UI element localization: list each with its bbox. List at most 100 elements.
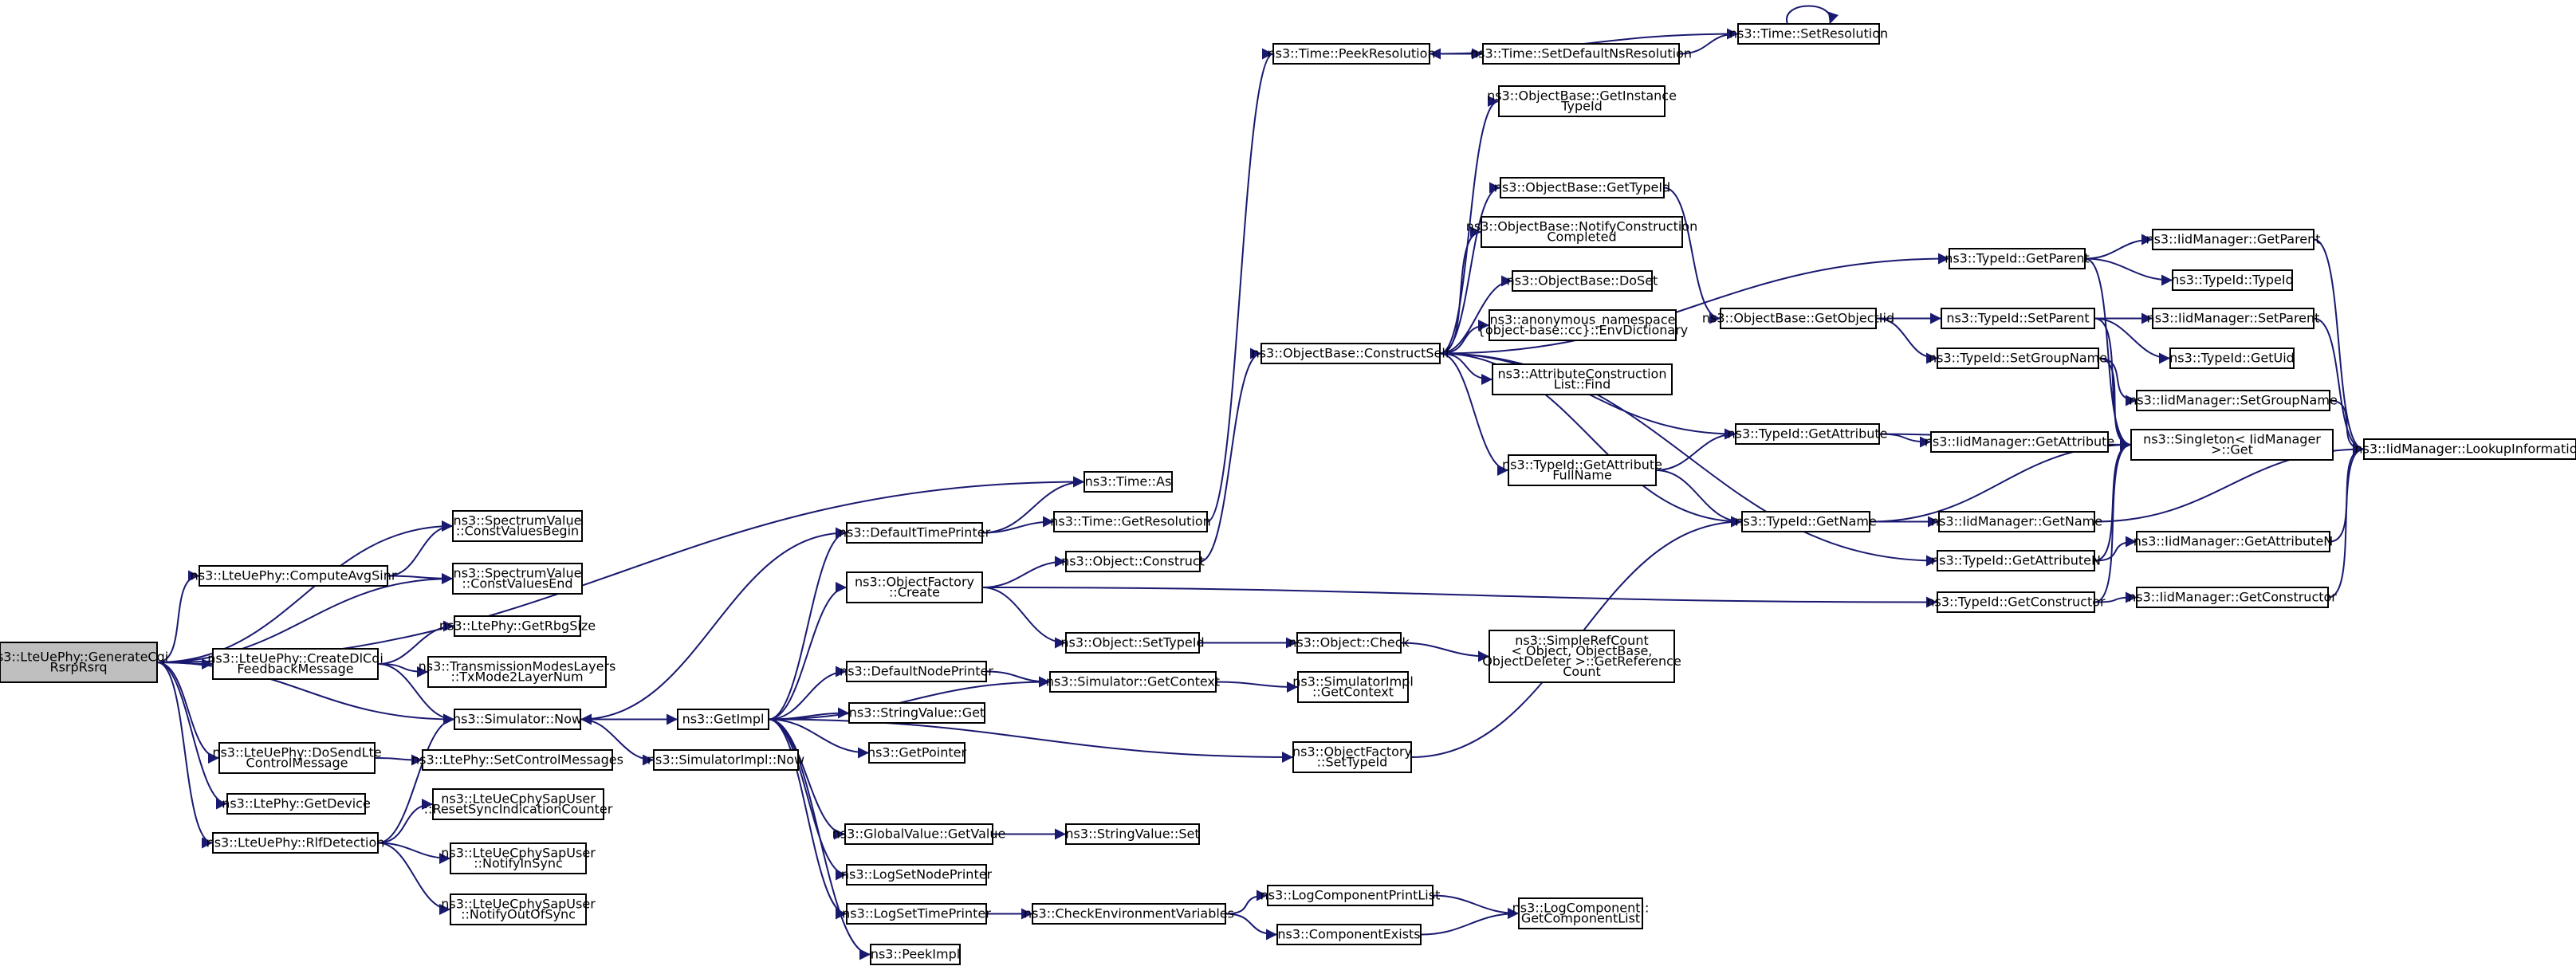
node-get-impl[interactable]: ns3::GetImpl bbox=[677, 709, 769, 730]
node-type-id-type-id[interactable]: ns3::TypeId::TypeId bbox=[2171, 269, 2294, 291]
node-obj-factory-create[interactable]: ns3::ObjectFactory::Create bbox=[846, 571, 983, 603]
node-type-id-get-parent[interactable]: ns3::TypeId::GetParent bbox=[1945, 248, 2090, 269]
node-log-set-node-printer[interactable]: ns3::LogSetNodePrinter bbox=[841, 864, 993, 886]
node-box bbox=[1083, 471, 1173, 493]
node-rlf-detection[interactable]: ns3::LteUePhy::RlfDetection bbox=[206, 832, 385, 854]
node-time-as[interactable]: ns3::Time::As bbox=[1083, 471, 1173, 493]
node-iid-get-parent[interactable]: ns3::IidManager::GetParent bbox=[2145, 229, 2321, 250]
edge-type-id-get-parent-to-type-id-type-id bbox=[2084, 257, 2173, 286]
node-type-id-get-attr[interactable]: ns3::TypeId::GetAttribute bbox=[1727, 423, 1888, 445]
node-peek-impl[interactable]: ns3::PeekImpl bbox=[870, 944, 961, 965]
node-simple-ref-count[interactable]: ns3::SimpleRefCount< Object, ObjectBase,… bbox=[1482, 630, 1681, 683]
node-default-time-printer[interactable]: ns3::DefaultTimePrinter bbox=[839, 522, 991, 544]
node-iid-get-name[interactable]: ns3::IidManager::GetName bbox=[1931, 511, 2102, 532]
node-sim-impl-get-ctx[interactable]: ns3::SimulatorImpl::GetContext bbox=[1292, 671, 1414, 703]
node-label: ns3::ObjectBase::GetTypeId bbox=[1494, 180, 1670, 195]
node-singleton-get[interactable]: ns3::Singleton< IidManager>::Get bbox=[2130, 429, 2334, 461]
node-iid-set-parent[interactable]: ns3::IidManager::SetParent bbox=[2147, 308, 2320, 329]
node-default-node-printer[interactable]: ns3::DefaultNodePrinter bbox=[840, 661, 993, 682]
node-string-value-get[interactable]: ns3::StringValue::Get bbox=[848, 702, 985, 724]
edge-get-impl-to-sim-get-context bbox=[768, 676, 1051, 721]
node-time-peek-res[interactable]: ns3::Time::PeekResolution bbox=[1267, 43, 1436, 65]
node-iid-set-group-name[interactable]: ns3::IidManager::SetGroupName bbox=[2129, 390, 2338, 411]
node-iid-get-attr[interactable]: ns3::IidManager::GetAttribute bbox=[1925, 431, 2115, 453]
node-label: ns3::Time::SetResolution bbox=[1729, 26, 1888, 41]
node-set-default-ns-res[interactable]: ns3::Time::SetDefaultNsResolution bbox=[1470, 43, 1692, 65]
node-label: ns3::DefaultTimePrinter bbox=[839, 525, 991, 540]
node-label: ns3::Time::As bbox=[1085, 474, 1172, 489]
edge-check-env-to-comp-exists bbox=[1225, 913, 1278, 941]
node-construct-self[interactable]: ns3::ObjectBase::ConstructSelf bbox=[1252, 343, 1450, 364]
node-type-id-get-name[interactable]: ns3::TypeId::GetName bbox=[1735, 511, 1877, 532]
node-log-comp-print-list[interactable]: ns3::LogComponentPrintList bbox=[1260, 885, 1441, 906]
node-time-get-res[interactable]: ns3::Time::GetResolution bbox=[1050, 511, 1211, 532]
node-sim-impl-now[interactable]: ns3::SimulatorImpl::Now bbox=[647, 749, 804, 771]
node-log-set-time-printer[interactable]: ns3::LogSetTimePrinter bbox=[842, 903, 991, 925]
node-of-set-type-id[interactable]: ns3::ObjectFactory::SetTypeId bbox=[1292, 741, 1412, 773]
node-box bbox=[226, 793, 366, 815]
node-box bbox=[218, 742, 376, 774]
node-comp-exists[interactable]: ns3::ComponentExists bbox=[1276, 924, 1422, 945]
node-label: GetComponentList bbox=[1521, 911, 1640, 926]
node-obj-set-type-id[interactable]: ns3::Object::SetTypeId bbox=[1060, 632, 1205, 654]
node-box bbox=[1741, 511, 1870, 532]
node-label: ns3::LogSetTimePrinter bbox=[842, 906, 991, 921]
node-type-id-set-parent[interactable]: ns3::TypeId::SetParent bbox=[1941, 308, 2095, 329]
node-notify-construction[interactable]: ns3::ObjectBase::NotifyConstructionCompl… bbox=[1466, 216, 1697, 248]
node-label: ns3::ObjectBase::ConstructSelf bbox=[1252, 346, 1450, 361]
edge-get-impl-to-log-set-node-printer bbox=[768, 718, 848, 881]
node-get-pointer[interactable]: ns3::GetPointer bbox=[867, 742, 967, 764]
node-label: ::NotifyOutOfSync bbox=[461, 907, 576, 922]
node-iid-get-attr-n[interactable]: ns3::IidManager::GetAttributeN bbox=[2134, 531, 2334, 552]
node-box bbox=[1276, 924, 1422, 945]
node-get-rbg-size[interactable]: ns3::LtePhy::GetRbgSize bbox=[439, 615, 596, 637]
node-notify-in-sync[interactable]: ns3::LteUeCphySapUser::NotifyInSync bbox=[441, 842, 596, 874]
node-cv-begin[interactable]: ns3::SpectrumValue::ConstValuesBegin bbox=[452, 510, 583, 542]
node-box bbox=[2136, 390, 2330, 411]
node-cv-end[interactable]: ns3::SpectrumValue::ConstValuesEnd bbox=[452, 563, 583, 595]
node-type-id-set-group-name[interactable]: ns3::TypeId::SetGroupName bbox=[1929, 348, 2107, 369]
node-sim-get-context[interactable]: ns3::Simulator::GetContext bbox=[1046, 671, 1220, 693]
node-time-set-res[interactable]: ns3::Time::SetResolution bbox=[1729, 23, 1888, 45]
node-label: ::Create bbox=[889, 585, 940, 600]
node-type-id-get-uid[interactable]: ns3::TypeId::GetUid bbox=[2169, 348, 2295, 369]
node-obj-construct[interactable]: ns3::Object::Construct bbox=[1061, 551, 1205, 572]
node-compute-avg-sinr[interactable]: ns3::LteUePhy::ComputeAvgSinr bbox=[191, 565, 397, 587]
node-env-dictionary[interactable]: ns3::anonymous_namespace{object-base::cc… bbox=[1477, 309, 1689, 341]
edge-time-get-res-to-time-peek-res bbox=[1206, 48, 1274, 523]
node-box bbox=[422, 749, 613, 771]
node-global-value-get[interactable]: ns3::GlobalValue::GetValue bbox=[832, 823, 1006, 845]
node-iid-get-ctor[interactable]: ns3::IidManager::GetConstructor bbox=[2128, 587, 2337, 608]
node-log-comp-get-list[interactable]: ns3::LogComponent::GetComponentList bbox=[1512, 897, 1650, 929]
node-sim-now[interactable]: ns3::Simulator::Now bbox=[453, 709, 582, 730]
node-ob-get-type-id[interactable]: ns3::ObjectBase::GetTypeId bbox=[1494, 177, 1670, 198]
node-iid-lookup[interactable]: ns3::IidManager::LookupInformation bbox=[2354, 438, 2576, 460]
node-label: ObjectDeleter >::GetReference bbox=[1482, 654, 1681, 669]
edge-root-to-sim-now bbox=[156, 662, 455, 725]
node-label: ns3::LogSetNodePrinter bbox=[841, 867, 993, 882]
node-do-set[interactable]: ns3::ObjectBase::DoSet bbox=[1507, 270, 1658, 292]
node-set-ctrl-msgs[interactable]: ns3::LtePhy::SetControlMessages bbox=[411, 749, 623, 771]
node-get-device[interactable]: ns3::LtePhy::GetDevice bbox=[222, 793, 371, 815]
node-box bbox=[1482, 43, 1680, 65]
edge-get-impl-to-peek-impl bbox=[768, 718, 871, 960]
node-type-id-get-attr-n[interactable]: ns3::TypeId::GetAttributeN bbox=[1931, 550, 2101, 571]
node-obj-check[interactable]: ns3::Object::Check bbox=[1288, 632, 1410, 654]
node-notify-out-of-sync[interactable]: ns3::LteUeCphySapUser::NotifyOutOfSync bbox=[441, 893, 596, 925]
node-label: ns3::Object::Check bbox=[1288, 635, 1410, 650]
edge-create-dl-cqi-to-tx-mode bbox=[377, 663, 429, 677]
node-tx-mode[interactable]: ns3::TransmissionModesLayers::TxMode2Lay… bbox=[419, 656, 616, 688]
node-check-env[interactable]: ns3::CheckEnvironmentVariables bbox=[1024, 903, 1234, 925]
node-reset-sync[interactable]: ns3::LteUeCphySapUser::ResetSyncIndicati… bbox=[424, 788, 613, 820]
node-sv-set[interactable]: ns3::StringValue::Set bbox=[1065, 823, 1200, 845]
node-get-object-iid[interactable]: ns3::ObjectBase::GetObjectIid bbox=[1702, 308, 1894, 329]
node-create-dl-cqi[interactable]: ns3::LteUePhy::CreateDlCqiFeedbackMessag… bbox=[207, 648, 383, 680]
node-label: ns3::LteUeCphySapUser bbox=[441, 846, 596, 861]
node-type-id-get-ctor[interactable]: ns3::TypeId::GetConstructor bbox=[1926, 591, 2106, 613]
node-label: ns3::TypeId::GetParent bbox=[1945, 251, 2090, 266]
